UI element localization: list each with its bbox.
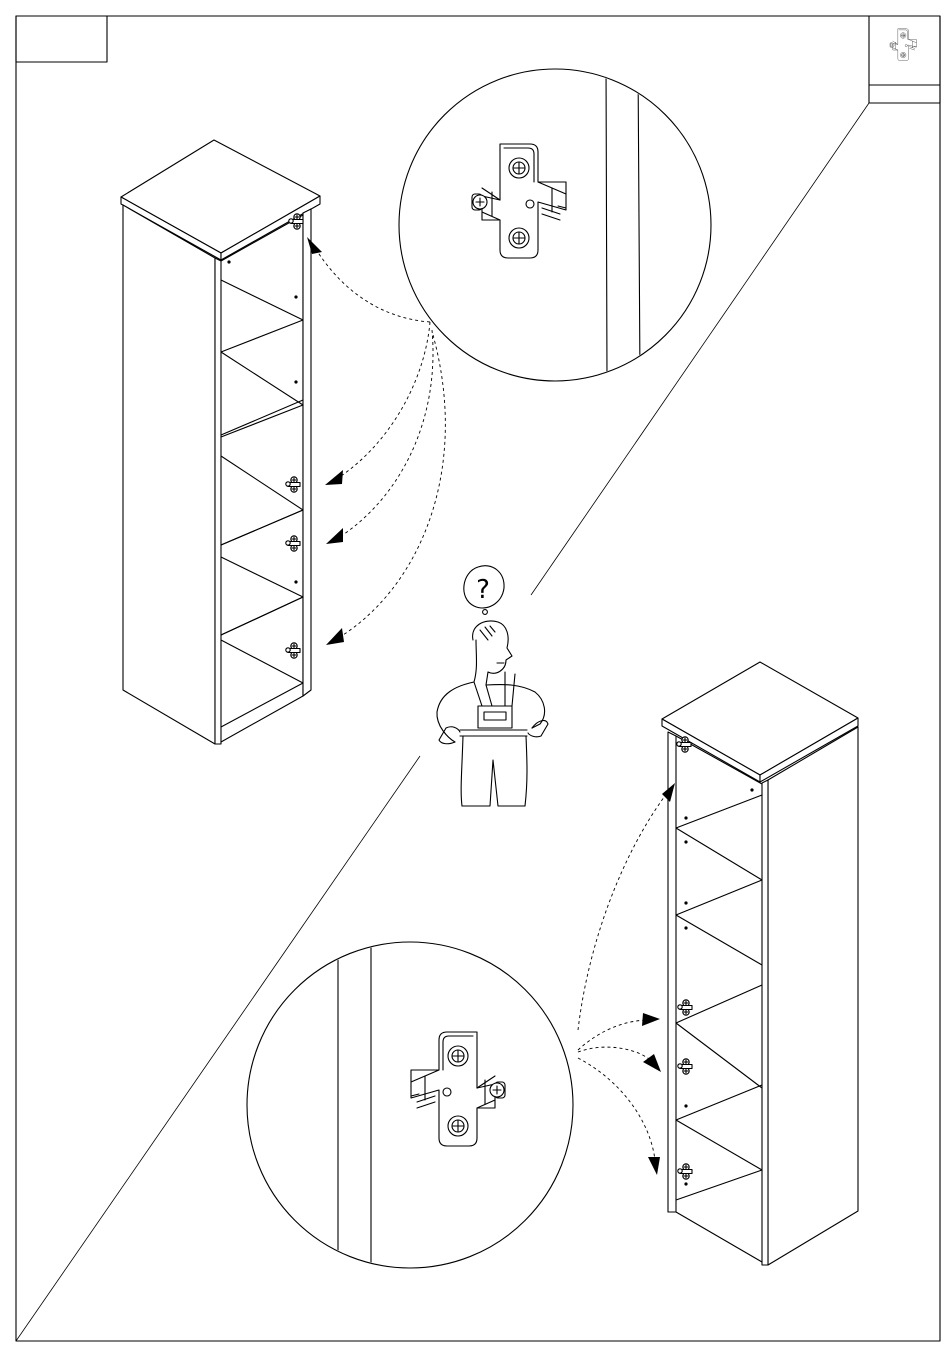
diagonal-guide-top [531,103,869,595]
hardware-reference-box [869,16,940,103]
cam-hinge-plate-icon [890,29,916,61]
question-mark: ? [476,575,490,605]
left-cabinet-hinge-plate-3 [286,536,300,551]
right-cabinet-arrows [578,783,675,1175]
left-cabinet-arrows [307,237,445,645]
diagonal-guide-bottom [16,756,420,1341]
hinge-plate-detail-bottom [411,1032,505,1146]
worker-with-question-mark: ? [437,566,548,806]
bottom-detail-circle [247,940,573,1270]
left-cabinet [121,140,320,744]
top-detail-circle [399,60,711,381]
right-cabinet-hinge-plate-4 [678,1164,692,1179]
hinge-plate-detail-top [472,144,566,258]
right-cabinet-hinge-plate-3 [678,1059,692,1074]
right-cabinet [662,662,858,1265]
left-cabinet-hinge-plate-2 [286,477,300,492]
right-cabinet-hinge-plate-2 [678,1000,692,1015]
left-cabinet-hinge-plate-4 [286,643,300,658]
step-number-box [16,16,107,62]
